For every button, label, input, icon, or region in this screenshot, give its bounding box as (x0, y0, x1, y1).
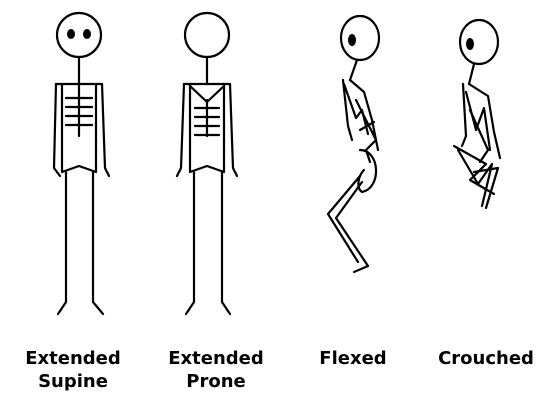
label-extended-prone-line2: Prone (186, 371, 245, 392)
crouched-figure (454, 20, 500, 208)
label-extended-supine-line1: Extended (25, 348, 121, 369)
label-extended-prone-line1: Extended (168, 348, 264, 369)
label-crouched: Crouched (438, 348, 534, 369)
label-extended-supine-line2: Supine (38, 371, 108, 392)
flexed-figure (328, 16, 379, 272)
label-flexed: Flexed (319, 348, 386, 369)
extended-prone-figure (177, 13, 237, 314)
extended-supine-figure (54, 13, 109, 314)
